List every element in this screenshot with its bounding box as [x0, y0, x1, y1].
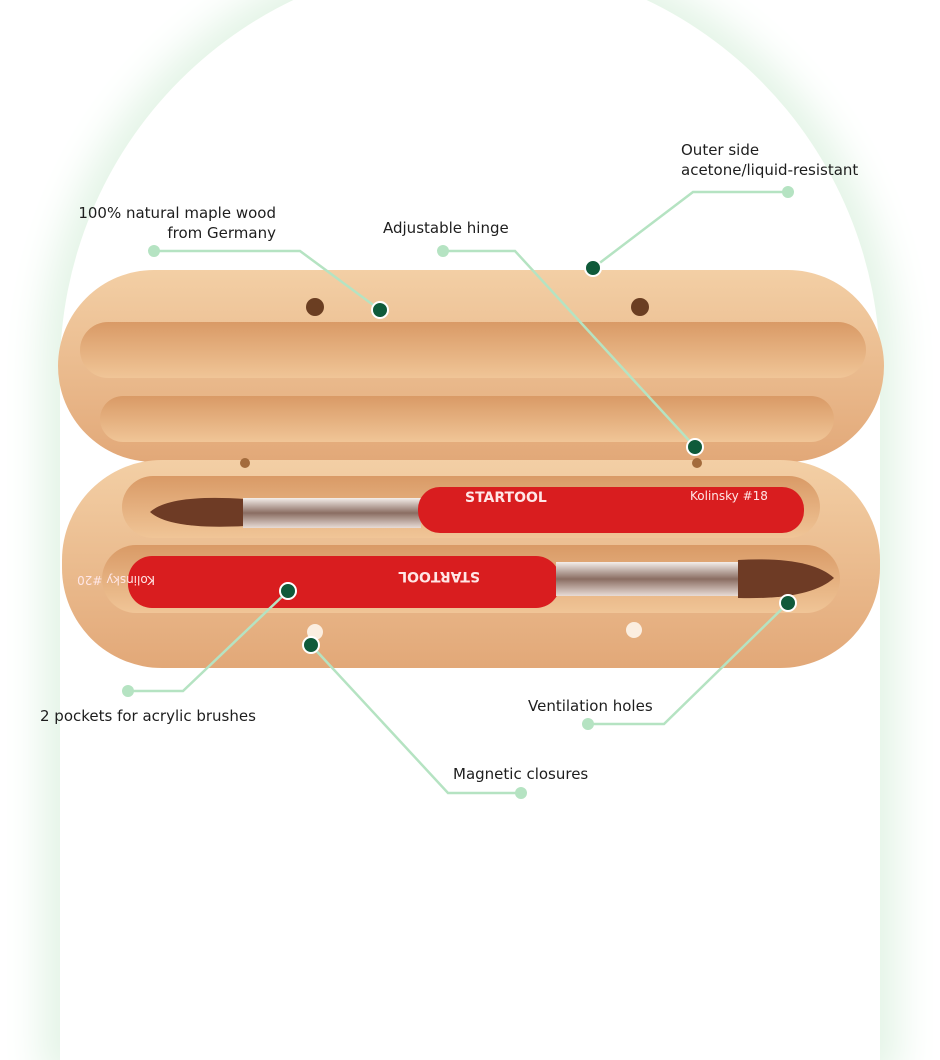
magnetic-closure — [626, 622, 642, 638]
callout-text: 100% natural maple wood — [78, 204, 276, 222]
callout-pockets: 2 pockets for acrylic brushes — [40, 706, 256, 726]
ventilation-hole — [306, 298, 324, 316]
callout-outer-side: Outer side acetone/liquid-resistant — [681, 140, 858, 180]
brush-size-text: Kolinsky #20 — [77, 573, 155, 587]
product-image: STARTOOL Kolinsky #18 STARTOOL Kolinsky … — [58, 186, 884, 799]
callout-text: Magnetic closures — [453, 765, 589, 783]
brush-bottom: STARTOOL Kolinsky #20 — [77, 556, 834, 608]
callout-text: Outer side — [681, 141, 760, 159]
hinge — [240, 458, 250, 468]
callout-maple-wood: 100% natural maple wood from Germany — [78, 203, 276, 243]
callout-text: from Germany — [167, 224, 276, 242]
brush-size-text: Kolinsky #18 — [690, 489, 768, 503]
brand-text: STARTOOL — [398, 568, 480, 584]
callout-text: 2 pockets for acrylic brushes — [40, 707, 256, 725]
callout-text: acetone/liquid-resistant — [681, 161, 859, 179]
hinge — [692, 458, 702, 468]
callout-lines — [128, 190, 789, 795]
case-lid — [58, 270, 884, 462]
callout-text: Adjustable hinge — [383, 219, 509, 237]
ventilation-hole — [631, 298, 649, 316]
callout-text: Ventilation holes — [528, 697, 653, 715]
callout-dots — [122, 186, 797, 799]
callout-magnetic: Magnetic closures — [453, 764, 588, 784]
brush-top: STARTOOL Kolinsky #18 — [150, 487, 804, 533]
brand-text: STARTOOL — [465, 490, 547, 506]
callout-hinge: Adjustable hinge — [383, 218, 509, 238]
callout-ventilation: Ventilation holes — [528, 696, 653, 716]
